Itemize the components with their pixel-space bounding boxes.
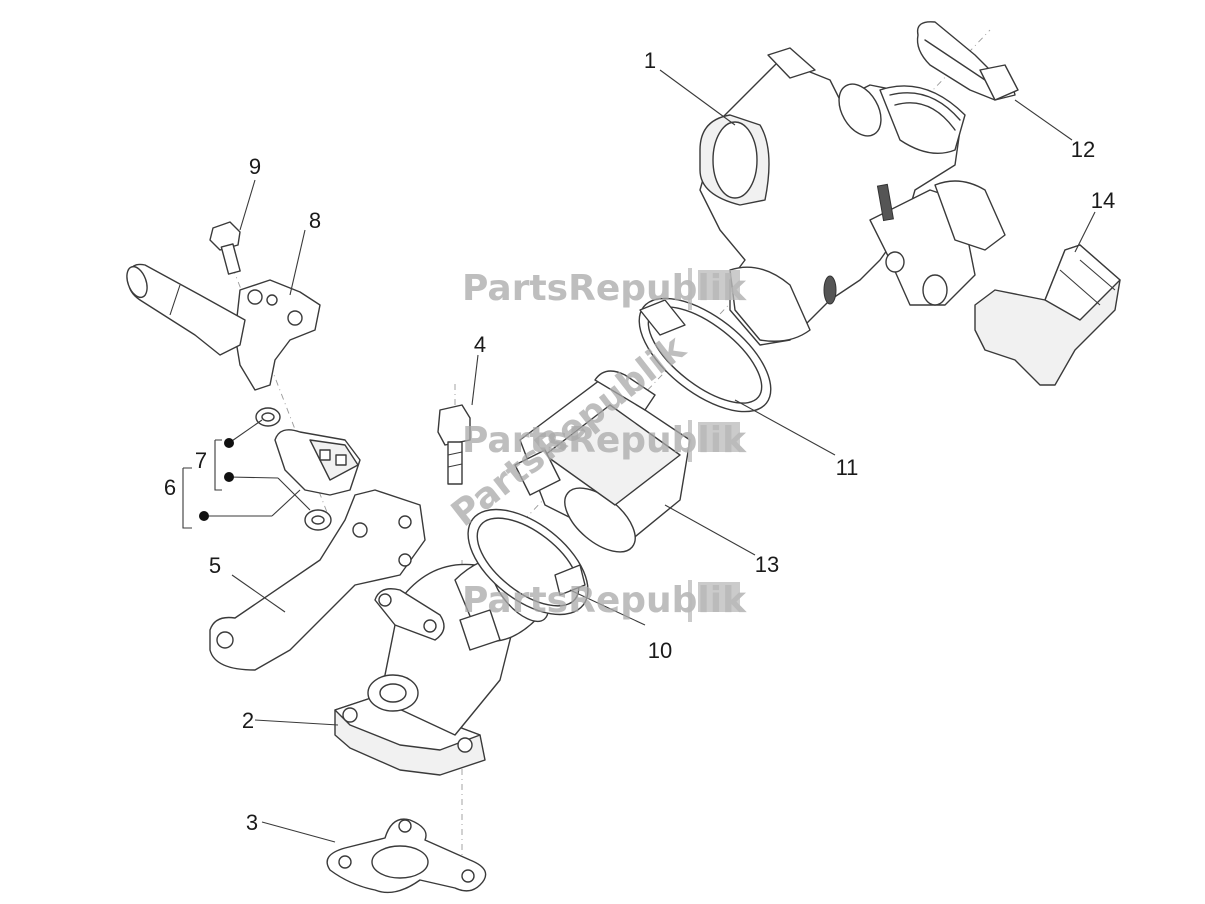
- watermark-flag-icon: [698, 582, 740, 612]
- callout-8: 8: [309, 208, 321, 233]
- watermark-bar: [688, 420, 692, 462]
- grip-handle[interactable]: [123, 263, 246, 356]
- watermark-bar: [688, 268, 692, 310]
- callout-6: 6: [164, 475, 176, 500]
- part-12-clamp[interactable]: [916, 21, 1019, 101]
- part-7-sensor[interactable]: [255, 407, 361, 531]
- watermark-1: PartsRepublik: [462, 268, 747, 310]
- watermark-3: PartsRepublik: [462, 580, 747, 622]
- callout-7: 7: [195, 448, 207, 473]
- marker-dot: [199, 511, 209, 521]
- callout-1: 1: [644, 48, 656, 73]
- callout-4: 4: [474, 332, 486, 357]
- callout-12: 12: [1071, 137, 1095, 162]
- part-8-bracket[interactable]: [234, 279, 321, 391]
- callout-3: 3: [246, 810, 258, 835]
- part-4-bolt[interactable]: [437, 404, 471, 485]
- callout-9: 9: [249, 154, 261, 179]
- part-1-throttle-body[interactable]: [699, 47, 1006, 346]
- part-10-clamp-ring[interactable]: [449, 489, 606, 635]
- part-3-gasket[interactable]: [326, 818, 487, 894]
- part-9-bolt[interactable]: [209, 221, 241, 275]
- callout-5: 5: [209, 553, 221, 578]
- part-11-clamp-ring[interactable]: [620, 277, 790, 433]
- part-5-bracket[interactable]: [209, 489, 426, 671]
- marker-dot: [224, 472, 234, 482]
- watermark-bar: [688, 580, 692, 622]
- leader-lines: [182, 69, 1096, 843]
- callout-14: 14: [1091, 188, 1115, 213]
- watermark-flag-icon: [698, 422, 740, 452]
- marker-dot: [224, 438, 234, 448]
- part-14-cover[interactable]: [974, 244, 1121, 386]
- callout-13: 13: [755, 552, 779, 577]
- watermark-2: PartsRepublik: [462, 420, 747, 462]
- watermark-flag-icon: [698, 270, 740, 300]
- callout-2: 2: [242, 708, 254, 733]
- callout-11: 11: [836, 455, 859, 480]
- part-13-intake-sleeve[interactable]: [514, 370, 691, 564]
- callout-10: 10: [648, 638, 672, 663]
- group-markers: [199, 438, 234, 521]
- callout-labels: 1 2 3 4 5 6 7 8 9 10 11 12 13 14: [164, 48, 1115, 835]
